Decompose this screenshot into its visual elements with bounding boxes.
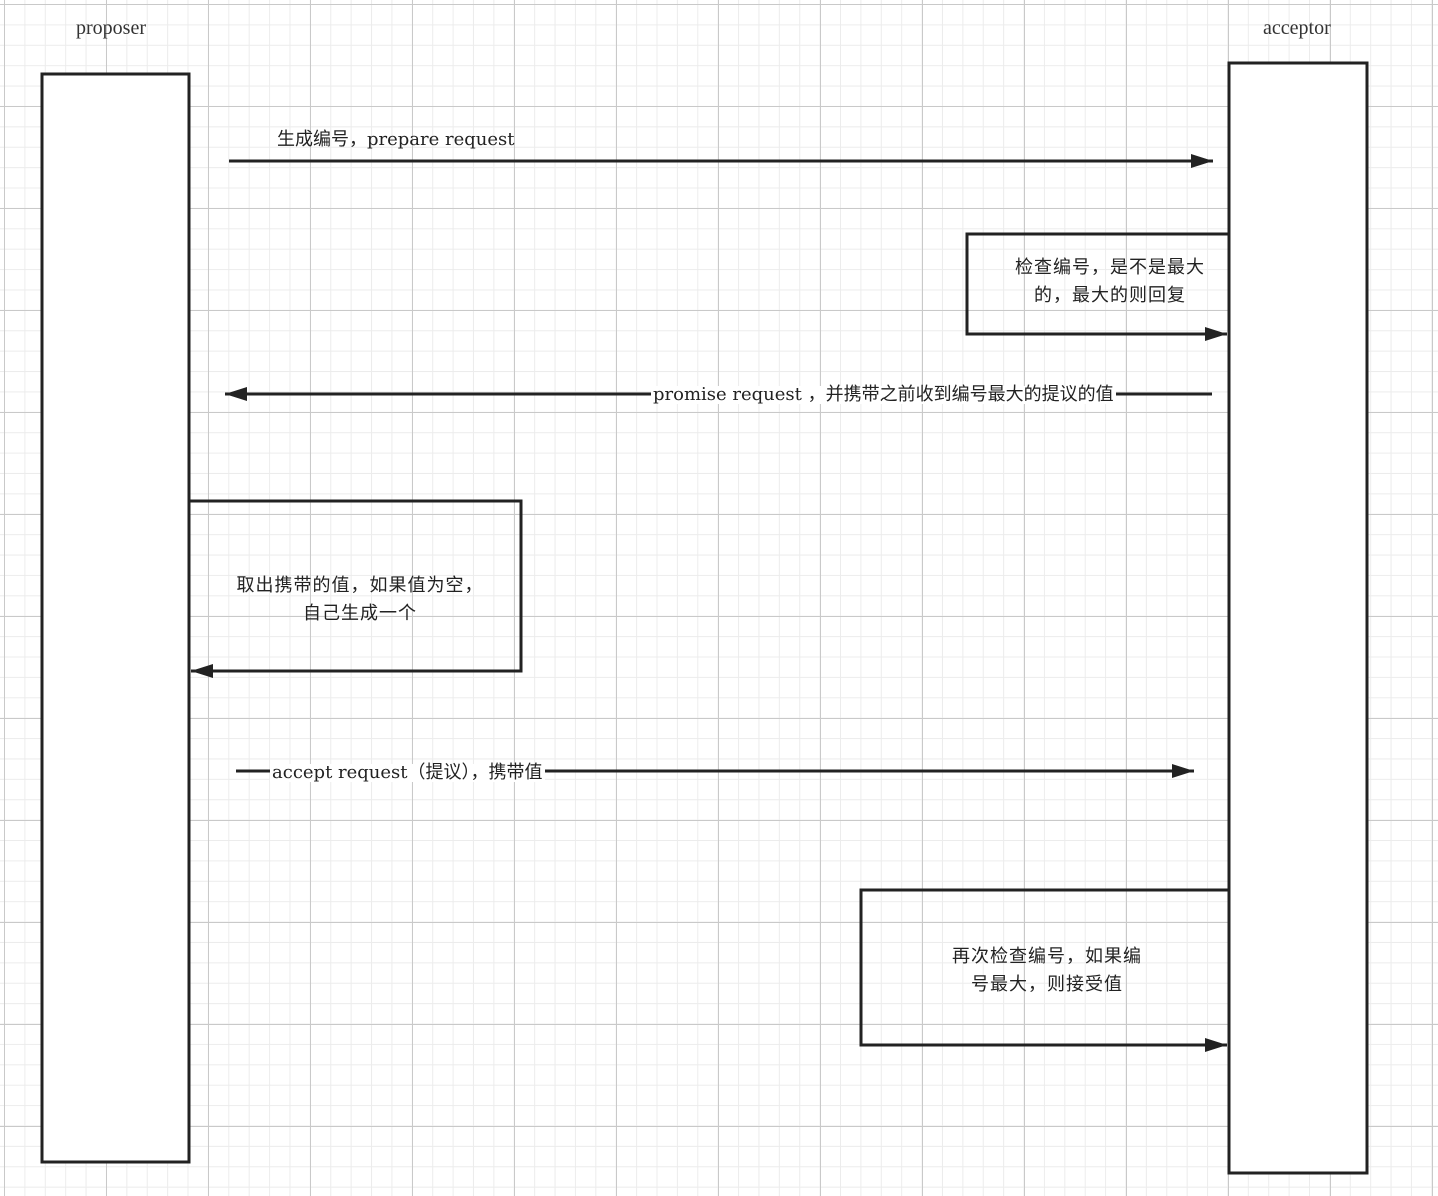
proposer-title: proposer <box>76 17 146 39</box>
promise-request-label: promise request ，并携带之前收到编号最大的提议的值 <box>651 384 1116 405</box>
acceptor-lifeline-box[interactable] <box>1227 61 1369 1175</box>
proposer-lifeline-box[interactable] <box>40 72 191 1164</box>
prepare-request-label: 生成编号，prepare request <box>277 129 515 150</box>
accept-request-label: accept request（提议），携带值 <box>270 762 545 783</box>
check-number-note: 检查编号，是不是最大的，最大的则回复 <box>1015 257 1205 306</box>
check-number-self-loop[interactable] <box>965 232 1229 341</box>
acceptor-title: acceptor <box>1263 17 1331 39</box>
recheck-number-note: 再次检查编号，如果编号最大，则接受值 <box>952 946 1142 995</box>
recheck-number-self-loop[interactable] <box>859 888 1229 1052</box>
take-value-note: 取出携带的值，如果值为空，自己生成一个 <box>236 575 484 624</box>
take-value-self-loop[interactable] <box>189 499 523 678</box>
